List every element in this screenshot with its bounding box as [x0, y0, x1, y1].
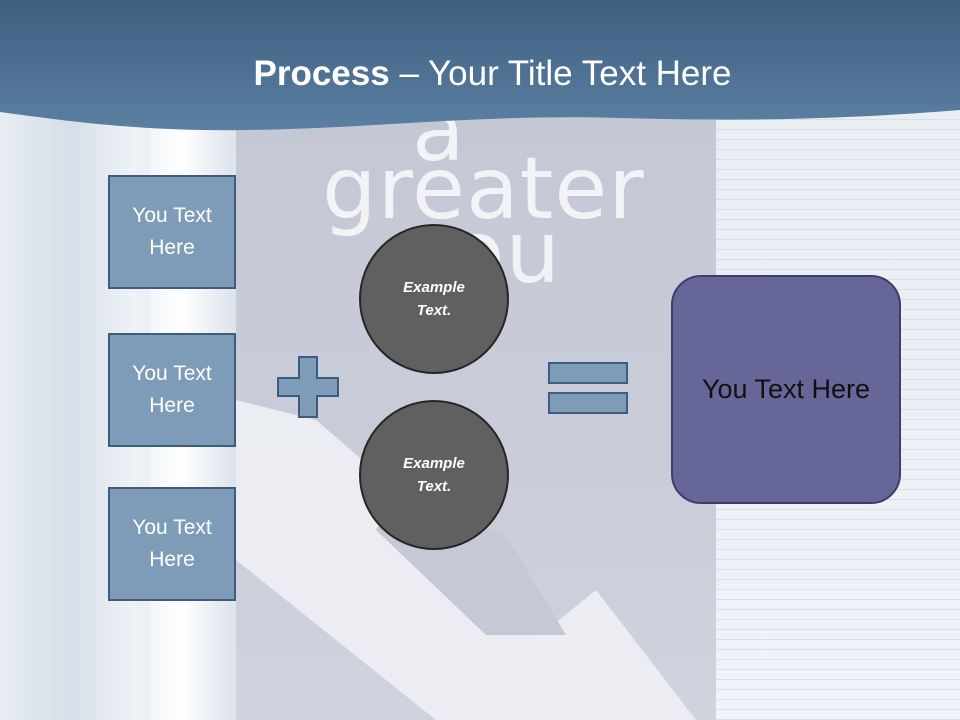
example-circle-1[interactable]: Example Text. [359, 224, 509, 374]
title-bold-part: Process [253, 54, 390, 93]
text-box-2-label: You Text Here [132, 362, 212, 417]
result-box-label: You Text Here [701, 374, 871, 404]
equals-icon [548, 362, 628, 414]
text-box-3[interactable]: You Text Here [108, 487, 236, 601]
text-box-1-label: You Text Here [132, 204, 212, 259]
plus-icon [277, 356, 339, 418]
text-box-2[interactable]: You Text Here [108, 333, 236, 447]
text-box-3-label: You Text Here [132, 516, 212, 571]
example-circle-1-label: Example Text. [403, 279, 465, 319]
result-box[interactable]: You Text Here [671, 275, 901, 504]
slide-title: Process – Your Title Text Here [0, 54, 960, 94]
background-word-greater: greater [322, 139, 645, 239]
text-box-1[interactable]: You Text Here [108, 175, 236, 289]
example-circle-2-label: Example Text. [403, 455, 465, 495]
title-regular-part: – Your Title Text Here [389, 54, 732, 93]
example-circle-2[interactable]: Example Text. [359, 400, 509, 550]
header-band [0, 0, 960, 131]
